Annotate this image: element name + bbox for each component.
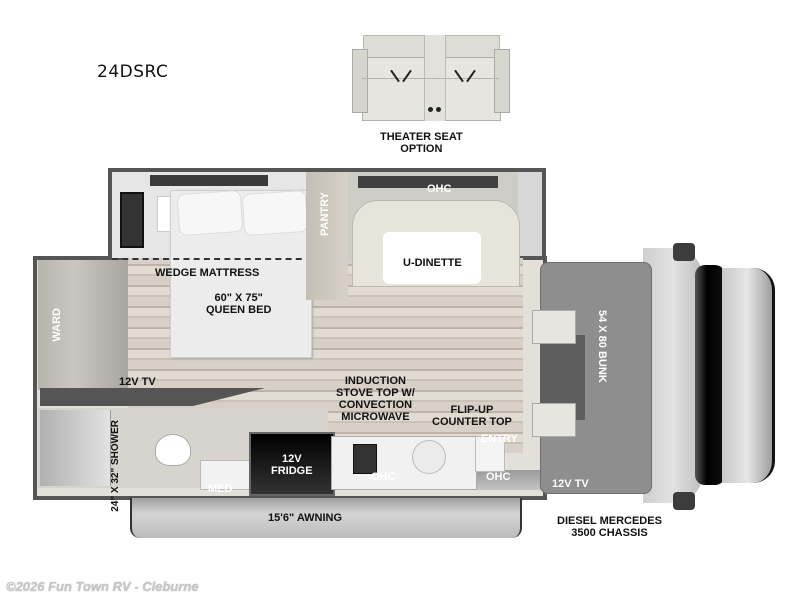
theater-seat-label: THEATER SEAT OPTION bbox=[380, 131, 463, 155]
fridge-label-line2: FRIDGE bbox=[271, 465, 313, 477]
fridge bbox=[249, 432, 335, 496]
stove-label: INDUCTION STOVE TOP W/ CONVECTION MICROW… bbox=[336, 375, 415, 423]
flip-up-counter bbox=[475, 436, 505, 472]
theater-seat-label-line1: THEATER SEAT bbox=[380, 131, 463, 143]
side-mirror-icon bbox=[673, 243, 695, 261]
chassis-label-line2: 3500 CHASSIS bbox=[571, 527, 648, 539]
stove-label-line3: CONVECTION bbox=[338, 399, 413, 411]
pillow bbox=[241, 189, 309, 237]
tv-shelf bbox=[40, 388, 265, 406]
chassis-label: DIESEL MERCEDES 3500 CHASSIS bbox=[557, 515, 662, 539]
bedroom-window bbox=[150, 175, 268, 186]
side-mirror-icon bbox=[673, 492, 695, 510]
model-name: 24DSRC bbox=[97, 62, 169, 82]
sink-icon bbox=[412, 440, 446, 474]
flip-up-counter-label: FLIP-UP COUNTER TOP bbox=[432, 404, 512, 428]
theater-seat-icon bbox=[352, 35, 510, 122]
flipup-label-line1: FLIP-UP bbox=[450, 404, 494, 416]
ohc-label-top: OHC bbox=[427, 183, 452, 195]
watermark: ©2026 Fun Town RV - Cleburne bbox=[6, 579, 199, 594]
queen-bed-text: QUEEN BED bbox=[206, 304, 272, 316]
induction-stove-icon bbox=[353, 444, 377, 474]
overhead-cabinet bbox=[358, 176, 498, 188]
flipup-label-line2: COUNTER TOP bbox=[432, 416, 512, 428]
ward-label: WARD bbox=[51, 308, 63, 342]
queen-bed-label: 60" X 75" QUEEN BED bbox=[206, 292, 271, 316]
chassis-label-line1: DIESEL MERCEDES bbox=[557, 515, 662, 527]
ohc-label-galley: OHC bbox=[371, 471, 396, 483]
cab-body bbox=[643, 248, 703, 503]
stove-label-line2: STOVE TOP W/ bbox=[336, 387, 415, 399]
awning bbox=[130, 498, 522, 538]
fridge-label-line1: 12V bbox=[281, 453, 302, 465]
dinette-table bbox=[383, 232, 481, 284]
awning-label: 15'6" AWNING bbox=[268, 512, 343, 524]
cab-seat bbox=[532, 310, 576, 344]
u-dinette-label: U-DINETTE bbox=[403, 257, 462, 269]
shower-size: 24" X 32" bbox=[110, 467, 121, 512]
pantry-label: PANTRY bbox=[319, 192, 331, 236]
med-cabinet-label: MED bbox=[208, 483, 233, 495]
shower-text: SHOWER bbox=[110, 420, 121, 465]
wedge-mattress-line bbox=[112, 258, 312, 260]
pillow bbox=[176, 189, 244, 237]
cab-seat bbox=[532, 403, 576, 437]
bedroom-tv-label: 12V TV bbox=[119, 376, 156, 388]
ohc-label-entry: OHC bbox=[486, 471, 511, 483]
cab-over-bunk bbox=[540, 262, 652, 494]
bedroom-tv-icon bbox=[120, 192, 144, 248]
entry-label: ENTRY bbox=[481, 433, 518, 445]
cab-tv-label: 12V TV bbox=[552, 478, 589, 490]
wedge-mattress-label: WEDGE MATTRESS bbox=[155, 267, 260, 279]
theater-seat-label-line2: OPTION bbox=[400, 143, 443, 155]
wardrobe bbox=[38, 260, 128, 390]
queen-bed-size: 60" X 75" bbox=[214, 292, 263, 304]
windshield bbox=[695, 265, 725, 485]
shower-label: 24" X 32" SHOWER bbox=[110, 420, 121, 512]
stove-label-line1: INDUCTION bbox=[344, 375, 406, 387]
fridge-label: 12V FRIDGE bbox=[271, 453, 313, 477]
bunk-label: 54 X 80 BUNK bbox=[596, 310, 608, 383]
hood bbox=[722, 268, 775, 483]
pantry bbox=[306, 172, 348, 300]
stove-label-line4: MICROWAVE bbox=[341, 411, 410, 423]
shower bbox=[40, 410, 111, 486]
vanity-sink bbox=[200, 460, 252, 490]
toilet-icon bbox=[155, 434, 191, 466]
